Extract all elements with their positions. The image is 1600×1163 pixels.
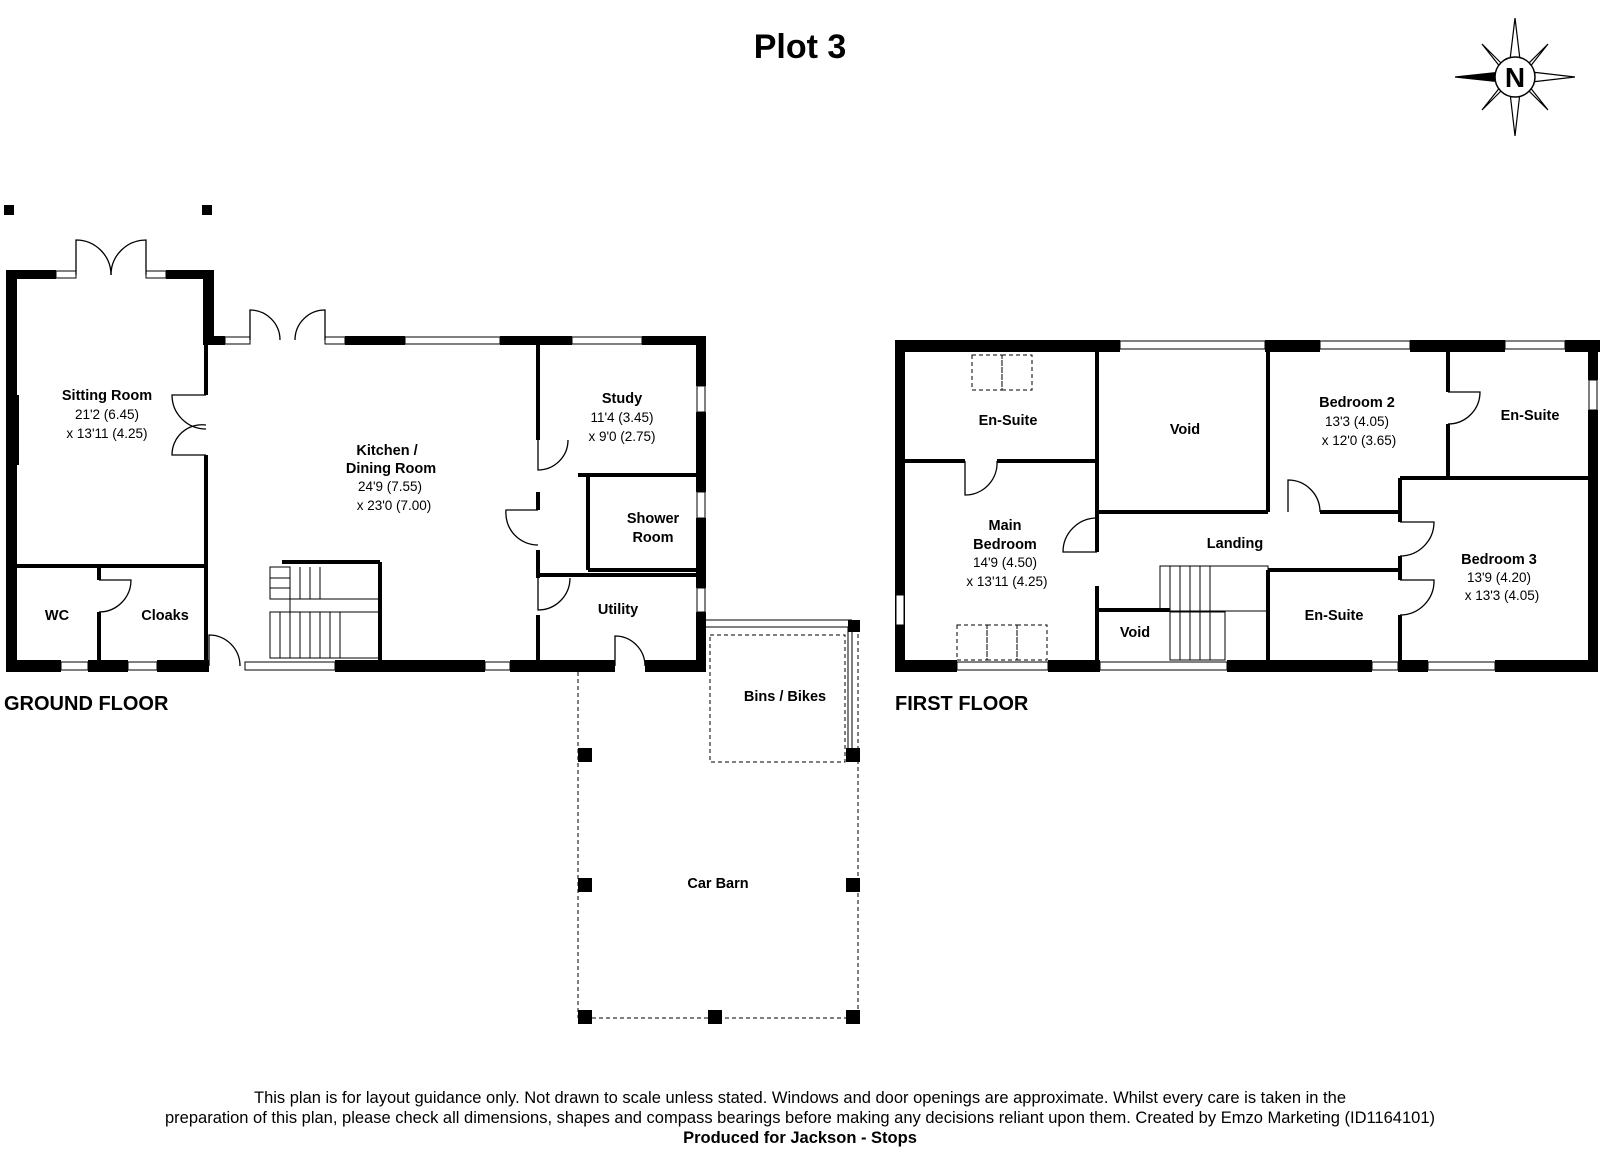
bedroom3-dim2: x 13'3 (4.05) xyxy=(1465,588,1540,603)
cloaks-name: Cloaks xyxy=(141,608,189,624)
car-barn-name: Car Barn xyxy=(687,876,748,892)
landing-name: Landing xyxy=(1207,536,1263,552)
study-dim1: 11'4 (3.45) xyxy=(590,410,653,425)
first-floor-walls xyxy=(895,340,1600,672)
ground-floor-label: GROUND FLOOR xyxy=(4,693,169,715)
plan-title: Plot 3 xyxy=(753,28,847,66)
ground-floor-stairs xyxy=(269,566,381,659)
produced-for-line: Produced for Jackson - Stops xyxy=(683,1129,917,1147)
first-floor-internal-walls xyxy=(905,352,1588,660)
shower-room-name-1: Shower xyxy=(627,511,680,527)
utility-name: Utility xyxy=(598,602,638,618)
first-floor-windows xyxy=(895,340,1598,671)
sitting-room-dim2: x 13'11 (4.25) xyxy=(66,426,147,441)
study-dim2: x 9'0 (2.75) xyxy=(588,429,655,444)
compass-north-label: N xyxy=(1505,62,1525,93)
kitchen-dim2: x 23'0 (7.00) xyxy=(357,498,432,513)
shower-room-name-2: Room xyxy=(632,530,673,546)
main-bedroom-dim1: 14'9 (4.50) xyxy=(973,555,1037,570)
bedroom3-dim1: 13'9 (4.20) xyxy=(1467,570,1531,585)
first-floor-label: FIRST FLOOR xyxy=(895,693,1029,715)
first-floor-doors xyxy=(964,391,1481,616)
disclaimer-line-1: This plan is for layout guidance only. N… xyxy=(253,1089,1346,1107)
sitting-room-name: Sitting Room xyxy=(62,388,152,404)
void-top-name: Void xyxy=(1170,422,1200,438)
first-floor-dashed-fixtures xyxy=(956,354,1048,661)
sitting-room-dim1: 21'2 (6.45) xyxy=(75,407,139,422)
car-barn-posts xyxy=(578,620,860,1024)
void-bottom-name: Void xyxy=(1120,625,1150,641)
main-bedroom-name-1: Main xyxy=(988,518,1021,534)
disclaimer-line-2: preparation of this plan, please check a… xyxy=(165,1109,1435,1127)
kitchen-dim1: 24'9 (7.55) xyxy=(358,479,422,494)
main-ensuite-name: En-Suite xyxy=(979,413,1038,429)
kitchen-name-1: Kitchen / xyxy=(356,443,417,459)
bedroom2-dim2: x 12'0 (3.65) xyxy=(1322,433,1397,448)
main-bedroom-name-2: Bedroom xyxy=(973,537,1037,553)
ground-floor-doors xyxy=(75,239,646,667)
car-barn-outline xyxy=(577,627,859,1019)
disclaimer-footer: This plan is for layout guidance only. N… xyxy=(0,1088,1600,1148)
bedroom2-name: Bedroom 2 xyxy=(1319,395,1395,411)
bedroom3-name: Bedroom 3 xyxy=(1461,552,1537,568)
main-bedroom-dim2: x 13'11 (4.25) xyxy=(966,574,1047,589)
kitchen-name-2: Dining Room xyxy=(346,461,436,477)
wc-name: WC xyxy=(45,608,70,624)
ground-floor-walls xyxy=(4,205,706,672)
bins-bikes-name: Bins / Bikes xyxy=(744,689,826,705)
car-barn-bins-wall xyxy=(706,619,853,755)
compass-rose-icon: N xyxy=(1455,18,1575,136)
ground-floor-internal-walls xyxy=(17,345,696,660)
study-name: Study xyxy=(602,391,642,407)
bedroom3-ensuite-name: En-Suite xyxy=(1305,608,1364,624)
bedroom2-ensuite-name: En-Suite xyxy=(1501,408,1560,424)
bedroom2-dim1: 13'3 (4.05) xyxy=(1325,414,1389,429)
ground-floor-windows xyxy=(55,270,706,671)
first-floor-stairs xyxy=(1159,565,1269,661)
